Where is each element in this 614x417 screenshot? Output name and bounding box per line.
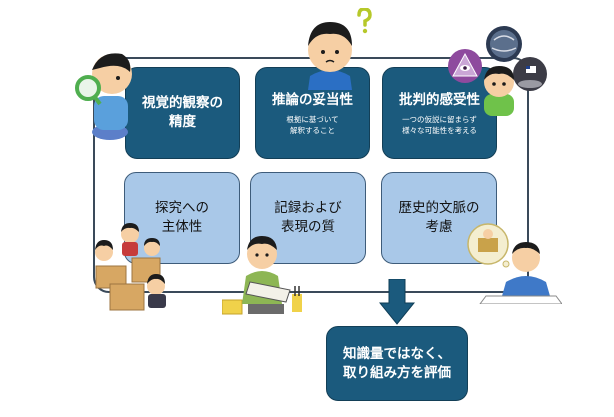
criterion-title: 探究への 主体性: [155, 200, 209, 235]
criterion-subtitle: 根拠に基づいて 解釈すること: [286, 114, 339, 135]
students-with-boxes-illustration: [95, 223, 166, 311]
criterion-title: 記録および 表現の質: [274, 200, 342, 235]
conspiracy-boy-illustration: [484, 66, 514, 116]
thinking-boy-illustration: [308, 22, 352, 90]
magnifier-boy-illustration: [75, 53, 132, 140]
man-with-notebook-illustration: [222, 236, 302, 315]
down-arrow-icon: [379, 279, 415, 325]
criterion-inquiry-initiative: 探究への 主体性: [124, 172, 240, 264]
daydreaming-boy-illustration: [467, 223, 562, 304]
question-mark-icon: [357, 8, 372, 34]
criterion-title: 推論の妥当性: [272, 91, 353, 108]
criterion-subtitle: 一つの仮説に留まらず 様々な可能性を考える: [402, 114, 477, 135]
criterion-critical-sensitivity: 批判的感受性 一つの仮説に留まらず 様々な可能性を考える: [382, 67, 497, 159]
conclusion-box: 知識量ではなく、 取り組み方を評価: [326, 326, 468, 401]
eye-pyramid-icon: [448, 49, 482, 83]
criterion-visual-observation: 視覚的観察の 精度: [125, 67, 240, 159]
conclusion-title: 知識量ではなく、 取り組み方を評価: [343, 345, 451, 381]
criterion-title: 視覚的観察の 精度: [142, 95, 223, 130]
globe-icon: [486, 26, 522, 62]
moon-landing-icon: [513, 57, 547, 91]
criterion-title: 歴史的文脈の 考慮: [398, 200, 480, 235]
criterion-title: 批判的感受性: [399, 91, 480, 108]
